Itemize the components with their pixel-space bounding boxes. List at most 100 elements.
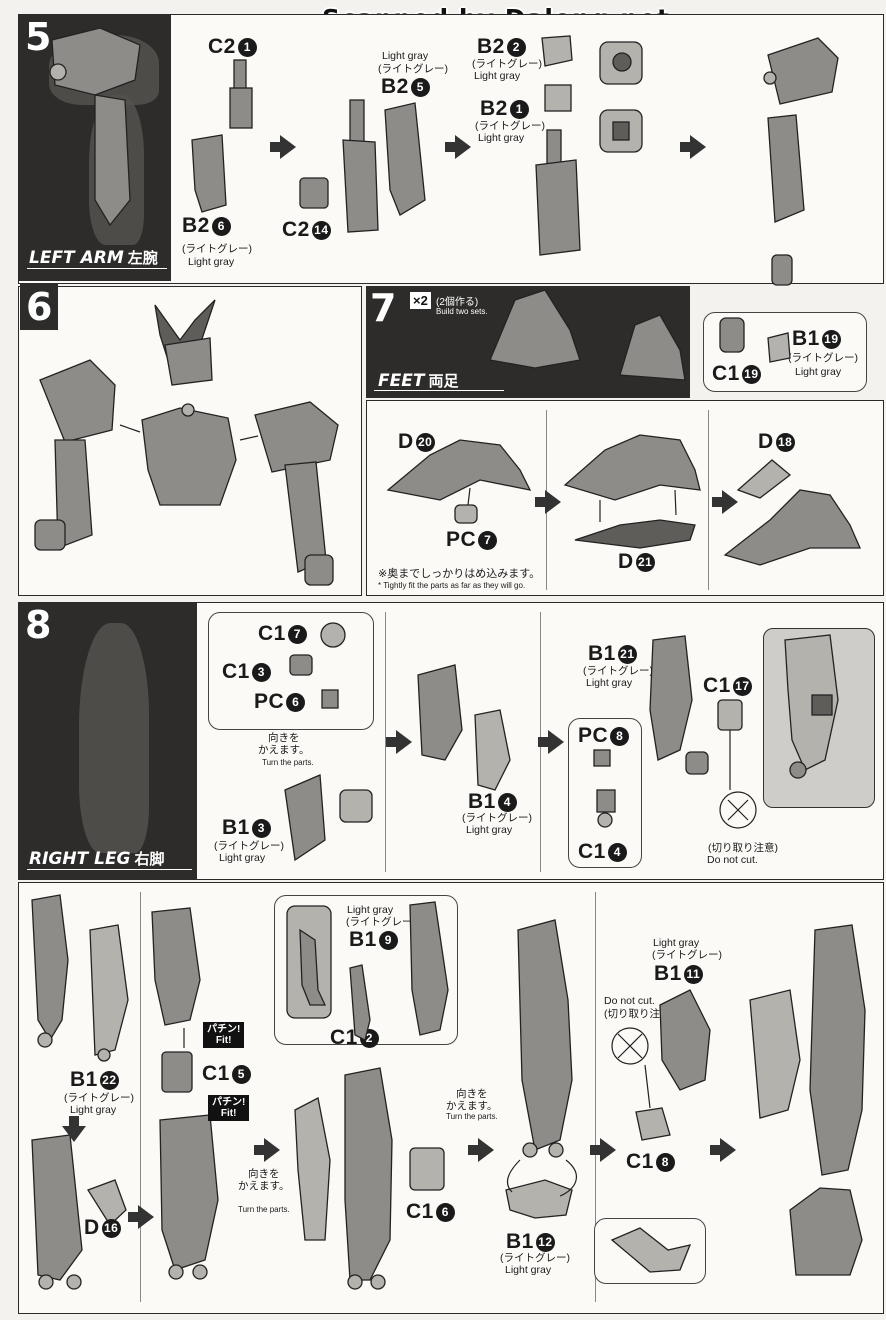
- left-arm-preview-shape: [49, 27, 141, 227]
- part-b1-12-en: Light gray: [505, 1264, 552, 1276]
- part-b1-19-en: Light gray: [795, 366, 842, 378]
- part-b2-5-jp: (ライトグレー): [378, 63, 448, 75]
- step5-title-jp: 左腕: [127, 249, 158, 267]
- step-arrow: [590, 1138, 616, 1162]
- step8-title-en: RIGHT LEG: [29, 849, 131, 869]
- build-x2-badge: ×2: [410, 292, 431, 309]
- part-b1-3-en: Light gray: [219, 852, 266, 864]
- part-b1-3-jp: (ライトグレー): [214, 840, 284, 852]
- part-b1-22-en: Light gray: [70, 1104, 117, 1116]
- step-arrow: [712, 490, 738, 514]
- step5-title-en: LEFT ARM: [29, 248, 124, 268]
- fit-badge-1: パチン! Fit!: [203, 1022, 245, 1048]
- part-b1-21-jp: (ライトグレー): [583, 665, 653, 677]
- part-b1-19-jp: (ライトグレー): [788, 352, 858, 364]
- turn-parts-en-2: Turn the parts.: [238, 1205, 290, 1214]
- part-b2-2-jp: (ライトグレー): [472, 58, 542, 70]
- step7-note-jp: ※奥までしっかりはめ込みます。: [378, 568, 541, 580]
- fit-badge-2: パチン! Fit!: [208, 1095, 250, 1121]
- step-arrow: [445, 135, 471, 159]
- step8-number: 8: [25, 603, 52, 647]
- turn-parts-jp-3: 向きを かえます。: [446, 1088, 498, 1112]
- part-b2-1-jp: (ライトグレー): [475, 120, 545, 132]
- step7-note-en: * Tightly fit the parts as far as they w…: [378, 581, 526, 590]
- part-b1-4-en: Light gray: [466, 824, 513, 836]
- part-b1-9-jp: (ライトグレー): [346, 916, 416, 928]
- build-two-jp: (2個作る): [436, 297, 479, 308]
- step-arrow: [254, 1138, 280, 1162]
- step7-number: 7: [370, 286, 397, 330]
- step-arrow-down: [62, 1116, 86, 1142]
- do-not-cut-jp: (切り取り注意): [708, 842, 778, 854]
- step-arrow: [270, 135, 296, 159]
- part-b1-22-jp: (ライトグレー): [64, 1092, 134, 1104]
- step-arrow: [535, 490, 561, 514]
- step-arrow: [710, 1138, 736, 1162]
- part-b2-6-jp: (ライトグレー): [182, 243, 252, 255]
- part-b1-21-en: Light gray: [586, 677, 633, 689]
- step-arrow: [468, 1138, 494, 1162]
- step7-title-en: FEET: [378, 371, 425, 391]
- do-not-cut-en: Do not cut.: [707, 854, 758, 866]
- step7-title-jp: 両足: [428, 372, 459, 390]
- part-b2-1-en: Light gray: [478, 132, 525, 144]
- turn-parts-en: Turn the parts.: [262, 758, 314, 767]
- part-b1-9-en: Light gray: [347, 904, 394, 916]
- turn-parts-jp-2: 向きを かえます。: [238, 1168, 290, 1192]
- step-arrow: [680, 135, 706, 159]
- do-not-cut-en-2: Do not cut.: [604, 995, 655, 1007]
- step8-title-jp: 右脚: [134, 850, 165, 868]
- part-b2-6-en: Light gray: [188, 256, 235, 268]
- part-b1-12-jp: (ライトグレー): [500, 1252, 570, 1264]
- do-not-cut-jp-2: (切り取り注意): [604, 1008, 674, 1020]
- part-b2-2-en: Light gray: [474, 70, 521, 82]
- turn-parts-en-3: Turn the parts.: [446, 1112, 498, 1121]
- step6-number: 6: [20, 284, 59, 330]
